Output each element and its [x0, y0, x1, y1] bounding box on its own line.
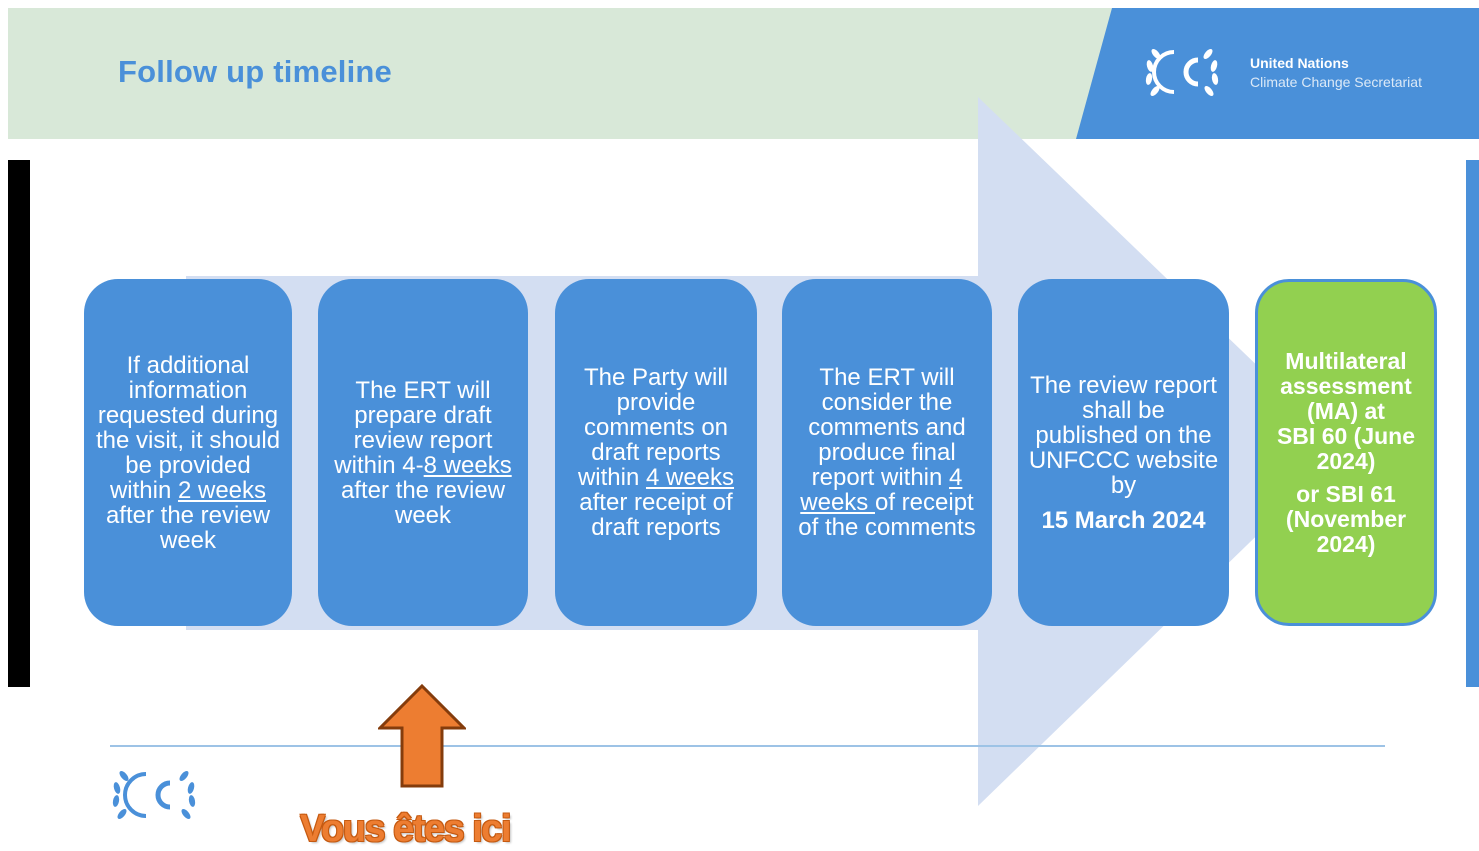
step-4-text: The ERT will consider the comments and p…: [808, 364, 966, 491]
final-step-line-1: Multilateral assessment (MA) at: [1280, 347, 1412, 424]
header-blue-panel: [1076, 8, 1479, 139]
un-climate-emblem-icon: [112, 771, 196, 819]
org-name: United Nations: [1250, 55, 1349, 71]
timeline-step-2: The ERT will prepare draft review report…: [318, 279, 528, 626]
timeline-step-5: The review report shall be published on …: [1018, 279, 1229, 626]
right-accent-bar: [1466, 160, 1479, 687]
step-1-deadline: 2 weeks: [177, 476, 267, 504]
step-3-text-end: after receipt of draft reports: [579, 489, 733, 541]
final-step-line-3: or SBI 61 (November 2024): [1285, 480, 1407, 557]
step-4-text-end: of receipt of the comments: [798, 489, 976, 541]
org-subtitle: Climate Change Secretariat: [1250, 74, 1422, 90]
step-3-deadline: 4 weeks: [645, 464, 735, 491]
step-1-text-end: after the review week: [105, 501, 271, 554]
un-climate-emblem-icon: [1145, 49, 1219, 96]
step-2-text: The ERT will prepare draft review report…: [334, 376, 493, 479]
timeline-step-final: Multilateral assessment (MA) at SBI 60 (…: [1255, 279, 1437, 626]
footer-divider: [110, 745, 1385, 747]
step-2-deadline: 8 weeks: [423, 451, 512, 479]
final-step-line-2: SBI 60 (June 2024): [1276, 422, 1416, 474]
step-5-date: 15 March 2024: [1041, 506, 1206, 534]
timeline-step-3: The Party will provide comments on draft…: [555, 279, 757, 626]
page-title: Follow up timeline: [118, 54, 392, 89]
timeline-step-4: The ERT will consider the comments and p…: [782, 279, 992, 626]
you-are-here-label: Vous êtes ici: [300, 808, 512, 850]
step-5-text: The review report shall be published on …: [1028, 371, 1219, 499]
up-arrow-icon: [378, 684, 466, 788]
step-4-deadline: 4 weeks: [800, 464, 963, 516]
un-org-name: United Nations Climate Change Secretaria…: [1250, 54, 1422, 92]
step-3-text: The Party will provide comments on draft…: [577, 364, 729, 491]
step-1-text: If additional information requested duri…: [95, 351, 281, 504]
timeline-step-1: If additional information requested duri…: [84, 279, 292, 626]
step-2-text-end: after the review week: [340, 476, 506, 529]
left-accent-bar: [8, 160, 30, 687]
